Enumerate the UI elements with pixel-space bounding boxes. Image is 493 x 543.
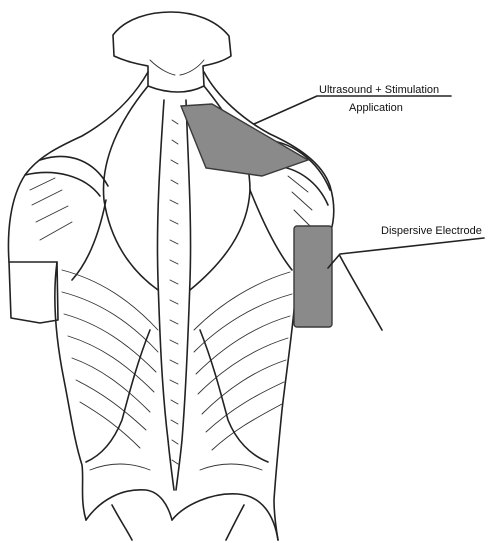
arm-contour-line [340,256,382,330]
head-neck [113,12,231,92]
ultrasound-stimulation-pad [181,104,308,176]
dispersive-leader-line [328,238,484,268]
dispersive-electrode-pad [294,226,332,327]
latissimus-fibers [62,270,292,470]
label-application-line2: Application [349,102,403,114]
label-application-line1: Ultrasound + Stimulation [319,84,439,96]
label-dispersive-electrode: Dispersive Electrode [381,225,482,237]
